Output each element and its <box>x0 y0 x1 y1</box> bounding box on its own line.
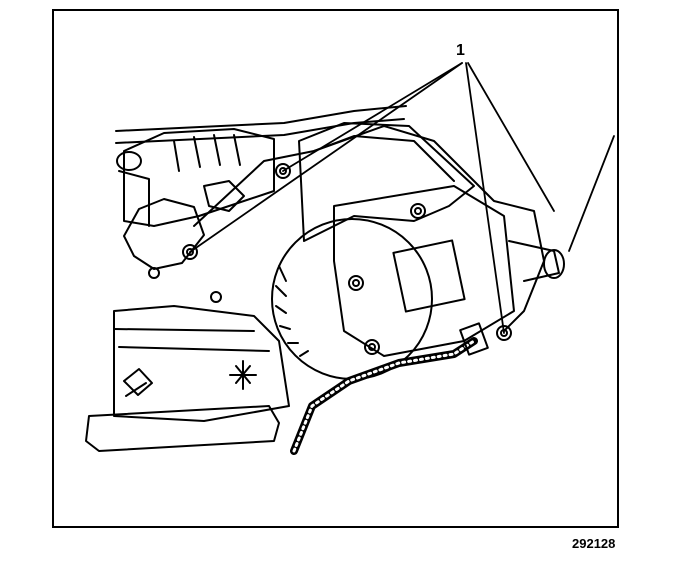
screw-mid-small <box>210 291 222 303</box>
right-duct-outlet <box>543 249 565 279</box>
screw-top-left <box>275 163 291 179</box>
leader-to-right-edge <box>467 62 555 212</box>
actuator-gear-teeth <box>275 265 309 357</box>
harness-clip-left <box>123 368 153 397</box>
screw-actuator-top <box>410 203 426 219</box>
front-blend-housing <box>193 125 545 332</box>
left-duct-outlet <box>116 151 142 171</box>
wiring-harness <box>290 337 478 455</box>
screw-right-lower <box>496 325 512 341</box>
rear-case-ribs <box>173 134 241 172</box>
harness-clip-star <box>229 360 257 390</box>
leader-to-screw-bracket <box>189 62 463 253</box>
screw-actuator-bottom <box>364 339 380 355</box>
lower-housing-rails <box>113 328 270 352</box>
screw-bracket <box>182 244 198 260</box>
figure-id-label: 292128 <box>572 536 616 551</box>
screw-actuator-bottom-inner <box>368 343 376 351</box>
actuator-label-area <box>392 239 466 313</box>
upper-cover-plate <box>298 122 475 242</box>
callout-leader-lines <box>189 62 555 334</box>
cover-plate-edge <box>313 135 455 182</box>
rear-heater-case <box>123 128 275 227</box>
screw-actuator-center <box>348 275 364 291</box>
hvac-module-illustration <box>85 62 615 455</box>
right-leader-line <box>568 135 615 252</box>
screw-top-left-inner <box>279 167 287 175</box>
actuator-motor-body <box>271 218 433 380</box>
callout-label-1: 1 <box>456 42 465 59</box>
screw-bracket-inner <box>186 248 194 256</box>
mounting-screws <box>148 163 512 355</box>
leader-to-screw-top-left <box>282 62 463 172</box>
footwell-duct <box>85 405 280 452</box>
leader-to-screw-right-lower <box>465 62 505 334</box>
left-bracket <box>123 198 205 270</box>
left-bracket-tab <box>203 180 245 212</box>
screw-left-small <box>148 267 160 279</box>
wiring-harness-hatch <box>292 339 476 453</box>
right-duct-arm <box>508 240 560 282</box>
lower-housing <box>113 305 290 422</box>
upper-housing-rail-lower <box>115 118 405 144</box>
harness-connector <box>459 322 489 356</box>
screw-actuator-center-inner <box>352 279 360 287</box>
diagram-frame: 1 <box>52 9 619 528</box>
upper-housing-rail <box>115 105 407 132</box>
screw-actuator-top-inner <box>414 207 422 215</box>
left-duct-tube <box>118 170 150 227</box>
